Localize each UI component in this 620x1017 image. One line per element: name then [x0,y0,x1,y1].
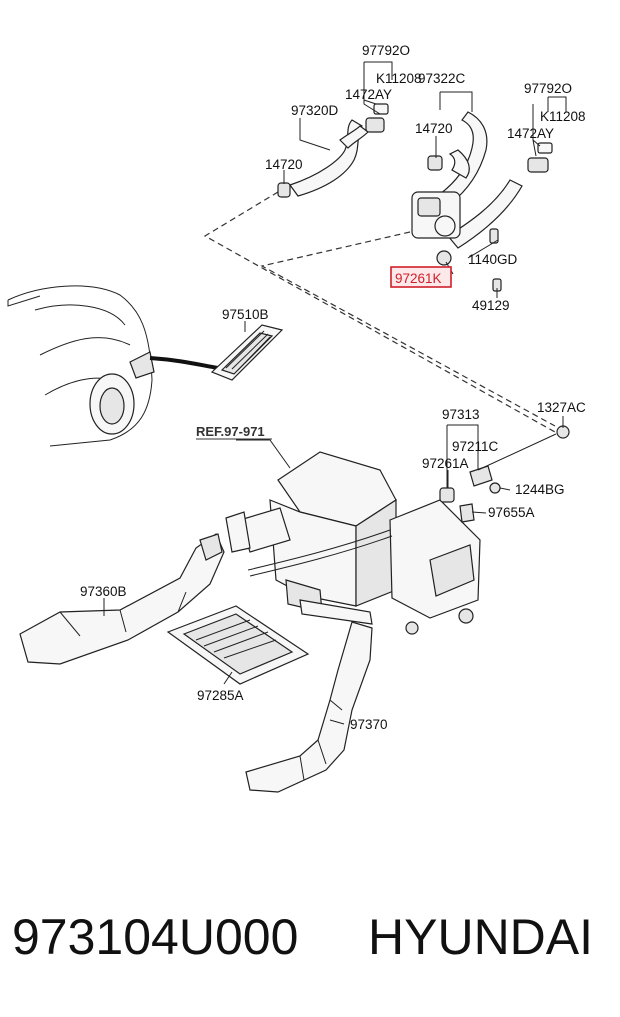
label-ref-97-971: REF.97-971 [196,424,265,439]
label-k11208-right: K11208 [540,109,586,124]
actuator-97261a [439,487,455,503]
label-14720-right: 14720 [415,121,453,136]
label-97360b: 97360B [80,584,127,599]
label-1472ay-right: 1472AY [507,126,554,141]
hose-97322c [439,111,523,249]
label-97261a: 97261A [422,456,469,471]
label-97792o-left: 97792O [362,43,410,58]
bolt-1140gd [489,228,499,244]
caption-bar: 973104U000 HYUNDAI [0,900,620,980]
clip-97655a [459,503,475,523]
label-1327ac: 1327AC [537,400,586,415]
clamp-14720-left [277,182,291,198]
label-97792o-right: 97792O [524,81,572,96]
label-49129: 49129 [472,298,510,313]
label-k11208-left: K11208 [376,71,422,86]
label-97285a: 97285A [197,688,244,703]
water-valve-assembly [411,191,461,266]
label-97320d: 97320D [291,103,339,118]
label-14720-left: 14720 [265,157,303,172]
label-97370: 97370 [350,717,388,732]
label-97313: 97313 [442,407,480,422]
duct-97360b [19,533,225,665]
tray-97285a [166,605,310,685]
screw-1244bg [489,482,501,494]
parts-diagram: 97792O K11208 1472AY 97320D 14720 97322C… [7,43,586,793]
label-1140gd: 1140GD [468,252,518,267]
leader-lines [103,61,567,725]
brand-name-text: HYUNDAI [368,909,594,965]
duct-97370 [245,621,373,793]
vent-grille-97510b [210,324,284,381]
clamp-14720-right [427,155,443,171]
label-97510b: 97510B [222,307,269,322]
label-97211c: 97211C [452,439,499,454]
clamp-1472ay-right [527,142,553,173]
car-body-illustration [7,285,219,447]
label-1472ay-left: 1472AY [345,87,392,102]
highlight-box-97261k [390,266,452,288]
heater-unit [225,451,481,635]
clamp-1472ay-left [365,103,389,133]
part-labels: 97792O K11208 1472AY 97320D 14720 97322C… [80,43,586,732]
label-1244bg: 1244BG [515,482,565,497]
label-97322c: 97322C [418,71,466,86]
label-97261k-highlighted: 97261K [395,271,442,286]
dashed-reference-lines [203,191,556,433]
label-97655a: 97655A [488,505,535,520]
part-number-text: 973104U000 [12,909,299,965]
rod-linkage [477,433,557,471]
